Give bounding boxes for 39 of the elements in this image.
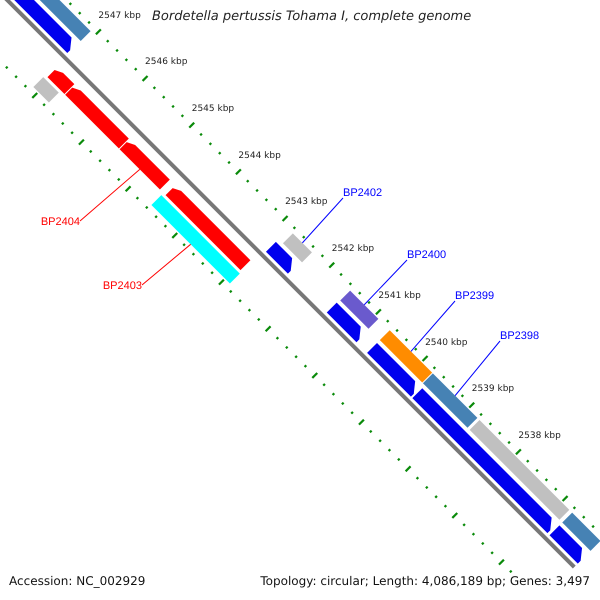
gene-feature-pointed: [65, 88, 129, 148]
gene-feature: [562, 512, 600, 551]
gene-feature: [151, 195, 240, 284]
scale-label: 2545 kbp: [192, 104, 234, 114]
gene-label: BP2403: [102, 280, 142, 293]
gene-label: BP2404: [40, 216, 80, 229]
scale-label: 2542 kbp: [332, 244, 374, 254]
gene-label: BP2399: [455, 290, 494, 303]
gene-feature: [282, 233, 312, 262]
scale-label: 2541 kbp: [378, 290, 421, 301]
gene-feature-pointed: [120, 142, 170, 190]
leader-line: [454, 340, 500, 396]
gene-label: BP2402: [343, 187, 382, 200]
gene-feature: [470, 420, 570, 520]
scale-label: 2544 kbp: [238, 150, 281, 161]
accession-note: Accession: NC_002929: [9, 574, 146, 588]
gene-feature-pointed: [166, 188, 250, 270]
leader-line: [302, 198, 344, 244]
leader-line: [142, 244, 192, 286]
gene-feature: [340, 290, 378, 329]
scale-label: 2538 kbp: [518, 430, 561, 441]
gene-feature-pointed: [47, 70, 74, 94]
scale-label: 2540 kbp: [425, 338, 468, 348]
leader-line: [410, 300, 456, 352]
scale-label: 2539 kbp: [472, 384, 514, 394]
scale-label: 2543 kbp: [285, 197, 328, 208]
gene-feature-pointed: [326, 302, 361, 342]
map-title: Bordetella pertussis Tohama I, complete genome: [152, 9, 472, 24]
genome-summary: Topology: circular; Length: 4,086,189 bp; Genes: 3,497: [260, 574, 590, 588]
scale-label: 2546 kbp: [145, 57, 188, 68]
gene-feature: [33, 77, 59, 103]
leader-line: [80, 168, 140, 222]
scale-label: 2547 kbp: [98, 10, 141, 21]
gene-label: BP2400: [407, 249, 446, 262]
gene-feature-pointed: [550, 525, 582, 564]
leader-line: [364, 260, 408, 306]
gene-label: BP2398: [500, 330, 540, 343]
gene-feature-pointed: [367, 342, 416, 397]
gene-feature-pointed: [266, 242, 292, 274]
